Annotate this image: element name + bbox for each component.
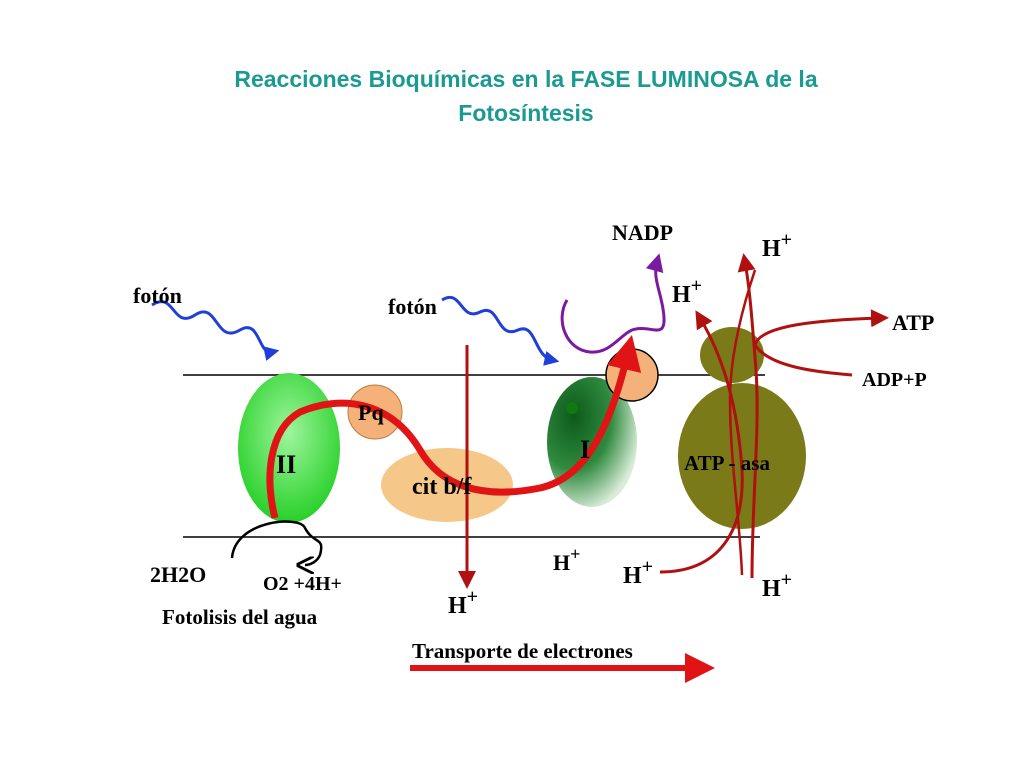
h-plus-label: H+ (448, 586, 478, 619)
proton-flow-up-2 (737, 253, 759, 579)
oxygen-label: O2 +4H+ (263, 573, 342, 595)
photosystem-i-dot (566, 402, 578, 414)
photon-label-mid: fotón (388, 294, 437, 319)
svg-text:H+: H+ (762, 569, 792, 602)
atp-label: ATP (892, 310, 934, 335)
proton-flow-up-3 (728, 269, 757, 576)
transporte-label: Transporte de electrones (412, 639, 633, 663)
h-plus-label: H+ (623, 556, 653, 589)
adp-to-atp-arrow (753, 309, 889, 377)
svg-text:H+: H+ (448, 586, 478, 619)
photosystem-i-label: I (580, 435, 590, 464)
photon-label-left: fotón (133, 283, 182, 308)
title-line-2: Fotosíntesis (458, 100, 594, 126)
photosystem-ii-label: II (276, 450, 296, 479)
photosystem-ii (238, 373, 340, 523)
h-plus-label: H+ (762, 569, 792, 602)
svg-text:H+: H+ (672, 275, 702, 308)
proton-flow-up-1 (659, 310, 744, 574)
adp-p-label: ADP+P (862, 369, 927, 391)
photolysis-arrow (230, 520, 323, 565)
photon-arrow-left (151, 300, 280, 361)
atpasa-label: ATP - asa (684, 451, 770, 475)
atp-synthase-head (700, 327, 764, 383)
plastoquinone-label: Pq (358, 400, 384, 425)
water-label: 2H2O (150, 562, 206, 587)
cytochrome-label: cit b/f (412, 474, 472, 500)
photolysis-label: Fotolisis del agua (162, 605, 318, 629)
h-plus-label: H+ (553, 544, 580, 575)
page-title: Reacciones Bioquímicas en la FASE LUMINO… (0, 62, 1024, 130)
nadp-arc (560, 253, 666, 354)
svg-text:H+: H+ (553, 544, 580, 575)
h-plus-label: H+ (762, 229, 792, 262)
title-line-1: Reacciones Bioquímicas en la FASE LUMINO… (234, 66, 818, 92)
h-plus-label: H+ (672, 275, 702, 308)
nadp-label: NADP (612, 220, 673, 245)
cytochrome-bf (381, 448, 513, 522)
svg-text:H+: H+ (623, 556, 653, 589)
svg-text:H+: H+ (762, 229, 792, 262)
photon-arrow-mid (441, 296, 560, 366)
electron-flow-curve (266, 334, 642, 519)
